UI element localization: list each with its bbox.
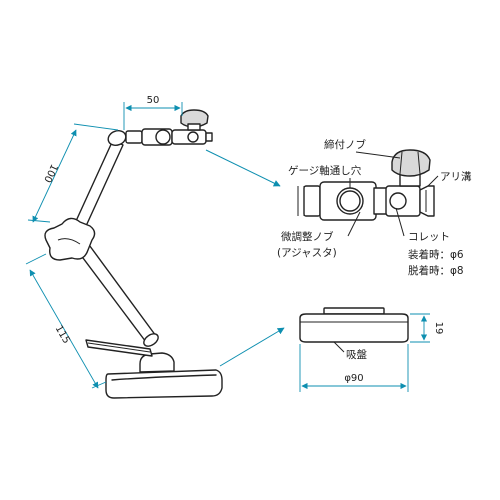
holder-detail (297, 149, 435, 221)
lower-arm (73, 237, 159, 347)
elbow-joint (107, 130, 127, 146)
stand-assembly: 50 100 115 (25, 95, 285, 399)
top-holder (125, 109, 213, 146)
label-magnet-base: 吸盤 (346, 348, 367, 361)
label-mounted: 装着時：φ6 (408, 248, 464, 261)
dimension-base-height: 19 (410, 313, 444, 343)
dimension-base-diameter-text: φ90 (344, 373, 363, 384)
label-clamp-knob: 締付ノブ (324, 138, 366, 151)
leader-magnet-base (333, 341, 345, 353)
label-collet: コレット (408, 231, 450, 243)
dimension-base-diameter: φ90 (299, 344, 409, 392)
base-detail (299, 307, 409, 343)
magnet-base (85, 339, 223, 399)
dimension-arm-width: 50 (123, 95, 183, 130)
leader-to-base-detail (219, 327, 285, 367)
holder-labels: 締付ノブ ゲージ軸通し穴 アリ溝 微調整ノブ (アジャスタ) コレット 装着時：… (277, 138, 472, 277)
center-knob (44, 217, 96, 261)
dimension-lower-arm: 115 (25, 253, 107, 389)
dimension-base-height-text: 19 (433, 322, 444, 335)
label-fine-knob: 微調整ノブ (281, 230, 334, 243)
leader-to-holder-detail (205, 149, 281, 187)
label-removed: 脱着時：φ8 (408, 264, 464, 277)
dimension-lower-arm-text: 115 (53, 324, 72, 346)
label-dovetail: アリ溝 (440, 170, 472, 183)
dimension-arm-length-text: 100 (41, 162, 59, 184)
dimension-arm-width-text: 50 (147, 95, 160, 106)
label-gauge-hole: ゲージ軸通し穴 (288, 164, 362, 177)
label-fine-knob-sub: (アジャスタ) (277, 247, 337, 259)
